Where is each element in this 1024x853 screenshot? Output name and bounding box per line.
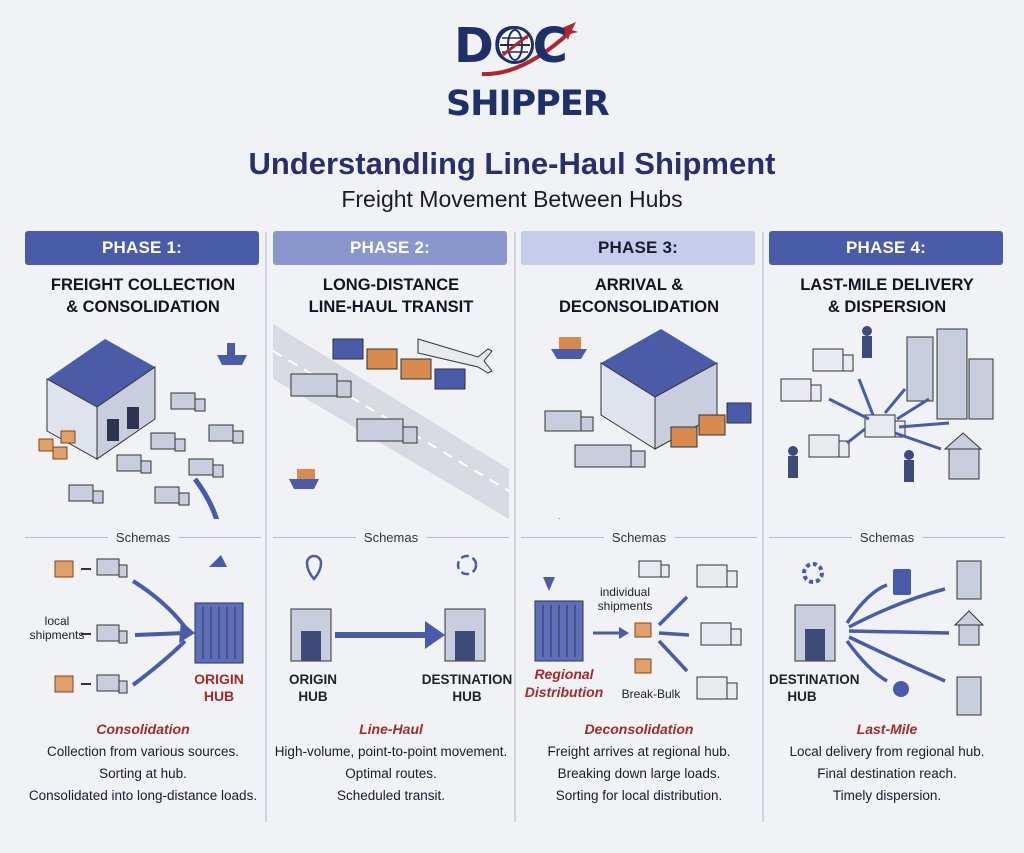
regional-distribution-text: Regional Distribution [524,666,604,700]
phase-2-schemas-divider: Schemas [273,529,510,545]
arrival-warehouse-illustration [544,329,752,519]
page-title: Understandling Line-Haul Shipment [248,146,776,181]
schemas-label: Schemas [115,529,171,545]
phase-1-column: PHASE 1: FREIGHT COLLECTION & CONSOLIDAT… [25,231,262,831]
phase-3-column: PHASE 3: ARRIVAL & DECONSOLIDATION Schem… [521,231,758,831]
phase-3-desc-line: Sorting for local distribution. [555,788,723,803]
logo-text-shipper: SHIPPER [446,84,610,124]
line-haul-schema [290,554,486,662]
phase-2-description: High-volume, point-to-point movement. Op… [273,741,509,807]
phase-4-description: Local delivery from regional hub. Final … [769,741,1005,807]
phase-4-schemas-divider: Schemas [769,529,1006,545]
phase-1-description: Collection from various sources. Sorting… [25,741,261,807]
phase-3-schemas-divider: Schemas [521,529,758,545]
page-subtitle: Freight Movement Between Hubs [341,186,683,212]
phase-1-stage-name: Consolidation [96,721,190,737]
logo-swoosh-icon [481,22,578,77]
column-divider [762,232,764,822]
phase-2-desc-line: Optimal routes. [345,766,437,781]
phase-2-column: PHASE 2: LONG-DISTANCE LINE-HAUL TRANSIT… [273,231,512,831]
phase-3-stage-name: Deconsolidation [584,721,694,737]
regional-distribution-label: Regional Distribution [521,665,607,701]
phase-4-desc-line: Final destination reach. [817,766,957,781]
phase-2-desc-line: Scheduled transit. [336,788,446,803]
phase-4-heading: LAST-MILE DELIVERY & DISPERSION [769,274,1005,318]
column-divider [514,232,516,822]
phase-1-desc-line: Sorting at hub. [99,766,187,781]
phase-3-label: PHASE 3: [521,231,755,265]
phase-1-schemas-divider: Schemas [25,529,262,545]
phase-2-heading-line: LONG-DISTANCE [322,276,460,294]
warehouse-trucks-illustration [38,339,247,519]
phase-3-desc-line: Freight arrives at regional hub. [547,744,731,759]
phase-4-heading-line: & DISPERSION [827,298,947,316]
local-shipments-label: local shipments [29,614,85,642]
origin-hub-label: ORIGIN HUB [283,671,343,705]
phase-4-stage-name: Last-Mile [856,721,918,737]
deconsolidation-schema [534,560,742,700]
destination-hub-text: DESTINATION HUB [421,672,513,704]
consolidation-schema [54,555,244,694]
local-shipments-text: local shipments [29,614,85,642]
phase-1-desc-line: Collection from various sources. [46,744,240,759]
phase-3-heading: ARRIVAL & DECONSOLIDATION [521,274,757,318]
phase-3-description: Freight arrives at regional hub. Breakin… [521,741,757,807]
phase-4-desc-line: Local delivery from regional hub. [789,744,985,759]
origin-hub-text: ORIGIN HUB [194,671,244,704]
phase-3-heading-line: ARRIVAL & [594,276,684,294]
origin-hub-label: ORIGIN HUB [185,671,253,705]
phase-2-heading: LONG-DISTANCE LINE-HAUL TRANSIT [273,274,509,318]
phase-3-desc-line: Breaking down large loads. [557,766,721,781]
destination-hub-label: DESTINATION HUB [769,671,860,705]
schemas-label: Schemas [363,529,419,545]
schemas-label: Schemas [611,529,667,545]
phase-1-desc-line: Consolidated into long-distance loads. [28,788,258,803]
destination-hub-label: DESTINATION HUB [417,671,517,705]
break-bulk-label: Break-Bulk [621,687,681,701]
phase-2-stage-name: Line-Haul [359,721,423,737]
individual-shipments-label: individual shipments [589,585,661,613]
phase-2-heading-line: LINE-HAUL TRANSIT [308,298,474,316]
phase-1-heading: FREIGHT COLLECTION & CONSOLIDATION [25,274,261,318]
phase-4-heading-line: LAST-MILE DELIVERY [800,276,974,294]
schemas-label: Schemas [859,529,915,545]
docshipper-logo: DOC SHIPPER [446,14,610,129]
destination-hub-text: DESTINATION HUB [769,672,860,704]
origin-hub-text: ORIGIN HUB [288,672,337,704]
phase-4-column: PHASE 4: LAST-MILE DELIVERY & DISPERSION… [769,231,1006,831]
phase-2-desc-line: High-volume, point-to-point movement. [274,744,508,759]
last-mile-schema [794,560,985,716]
column-divider [265,232,267,822]
individual-shipments-text: individual shipments [597,585,653,613]
refresh-icon [456,554,478,576]
phase-1-heading-line: FREIGHT COLLECTION [50,276,236,294]
phase-1-heading-line: & CONSOLIDATION [66,298,220,316]
highway-train-plane-illustration [273,324,509,519]
globe-icon [496,26,534,64]
last-mile-city-illustration [780,326,994,482]
phase-4-desc-line: Timely dispersion. [832,788,942,803]
location-pin-icon [305,554,323,581]
phase-2-label: PHASE 2: [273,231,507,265]
gear-icon [802,562,824,584]
phase-3-heading-line: DECONSOLIDATION [558,298,720,316]
phase-1-label: PHASE 1: [25,231,259,265]
phase-4-label: PHASE 4: [769,231,1003,265]
